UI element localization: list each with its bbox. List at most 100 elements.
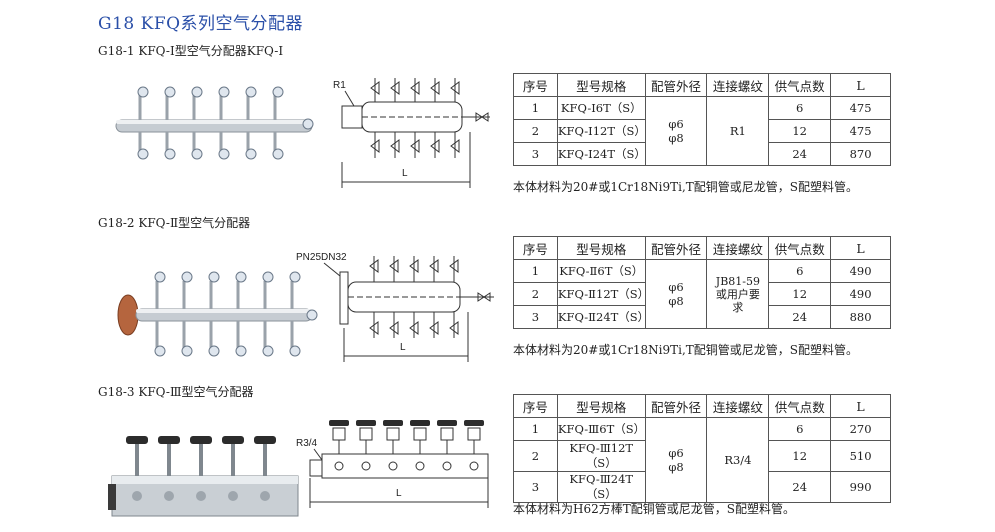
cell-points: 24 bbox=[768, 471, 832, 503]
cell-no: 3 bbox=[513, 471, 558, 503]
cell-no: 2 bbox=[513, 282, 558, 306]
table-header-row: 序号 型号规格 配管外径 连接螺纹 供气点数 L bbox=[513, 73, 891, 97]
header-no: 序号 bbox=[513, 236, 558, 260]
distributor-3-photo bbox=[108, 436, 299, 517]
thread-line-3: 求 bbox=[732, 300, 744, 314]
header-thread: 连接螺纹 bbox=[706, 394, 770, 418]
header-pipe-od: 配管外径 bbox=[644, 236, 708, 260]
cell-thread: R1 bbox=[706, 96, 770, 166]
cell-points: 6 bbox=[768, 417, 832, 441]
cell-model: KFQ-Ⅱ6T（S） bbox=[556, 259, 646, 283]
cell-points: 12 bbox=[768, 282, 832, 306]
section-3-title: G18-3 KFQ-Ⅲ型空气分配器 bbox=[98, 385, 254, 399]
header-thread: 连接螺纹 bbox=[706, 236, 770, 260]
cell-thread: R3/4 bbox=[706, 417, 770, 503]
pipe-od-1: φ6 bbox=[668, 280, 684, 294]
cell-length: 490 bbox=[830, 282, 891, 306]
cell-length: 490 bbox=[830, 259, 891, 283]
distributor-1-drawing: R1 L bbox=[333, 78, 490, 188]
cell-length: 870 bbox=[830, 142, 891, 166]
header-thread: 连接螺纹 bbox=[706, 73, 770, 97]
distributor-3-drawing: R3/4 L bbox=[296, 420, 489, 508]
thread-label: R1 bbox=[333, 80, 346, 91]
header-pipe-od: 配管外径 bbox=[644, 73, 708, 97]
spec-table-2: 序号 型号规格 配管外径 连接螺纹 供气点数 L 1 KFQ-Ⅱ6T（S） φ6… bbox=[513, 236, 891, 329]
header-points: 供气点数 bbox=[768, 73, 832, 97]
thread-line-1: JB81-59 bbox=[715, 274, 760, 288]
header-length: L bbox=[830, 394, 891, 418]
material-note-1: 本体材料为20#或1Cr18Ni9Ti,T配铜管或尼龙管，S配塑料管。 bbox=[513, 180, 859, 194]
cell-no: 3 bbox=[513, 142, 558, 166]
page-title: G18 KFQ系列空气分配器 bbox=[98, 14, 304, 34]
cell-no: 1 bbox=[513, 96, 558, 120]
cell-points: 6 bbox=[768, 96, 832, 120]
cell-model: KFQ-Ⅰ12T（S） bbox=[556, 119, 646, 143]
pipe-od-2: φ8 bbox=[668, 460, 684, 474]
dimension-label: L bbox=[400, 342, 406, 353]
header-length: L bbox=[830, 236, 891, 260]
header-model: 型号规格 bbox=[556, 394, 646, 418]
cell-model: KFQ-Ⅲ6T（S） bbox=[556, 417, 646, 441]
header-pipe-od: 配管外径 bbox=[644, 394, 708, 418]
dimension-label: L bbox=[402, 168, 408, 179]
table-row: 2 KFQ-Ⅱ12T（S） 12 490 bbox=[513, 282, 891, 306]
table-row: 2 KFQ-Ⅰ12T（S） 12 475 bbox=[513, 119, 891, 143]
thread-label: R3/4 bbox=[296, 438, 318, 449]
header-length: L bbox=[830, 73, 891, 97]
header-model: 型号规格 bbox=[556, 236, 646, 260]
header-model: 型号规格 bbox=[556, 73, 646, 97]
cell-no: 1 bbox=[513, 259, 558, 283]
header-no: 序号 bbox=[513, 394, 558, 418]
material-note-2: 本体材料为20#或1Cr18Ni9Ti,T配铜管或尼龙管，S配塑料管。 bbox=[513, 343, 859, 357]
cell-no: 3 bbox=[513, 305, 558, 329]
pipe-od-2: φ8 bbox=[668, 294, 684, 308]
cell-length: 475 bbox=[830, 119, 891, 143]
cell-points: 12 bbox=[768, 119, 832, 143]
cell-model: KFQ-Ⅰ6T（S） bbox=[556, 96, 646, 120]
pipe-od-2: φ8 bbox=[668, 131, 684, 145]
distributor-2-drawing: PN25DN32 L bbox=[296, 252, 494, 362]
table-row: 3 KFQ-Ⅲ24T（S） 24 990 bbox=[513, 471, 891, 503]
header-points: 供气点数 bbox=[768, 236, 832, 260]
thread-line-2: 或用户要 bbox=[715, 287, 760, 301]
cell-points: 12 bbox=[768, 440, 832, 472]
spec-table-1: 序号 型号规格 配管外径 连接螺纹 供气点数 L 1 KFQ-Ⅰ6T（S） φ6… bbox=[513, 73, 891, 166]
pipe-od-1: φ6 bbox=[668, 446, 684, 460]
cell-points: 24 bbox=[768, 305, 832, 329]
cell-no: 2 bbox=[513, 440, 558, 472]
thread-label: PN25DN32 bbox=[296, 252, 347, 263]
material-note-3: 本体材料为H62方棒T配铜管或尼龙管，S配塑料管。 bbox=[513, 502, 795, 516]
table-row: 3 KFQ-Ⅱ24T（S） 24 880 bbox=[513, 305, 891, 329]
cell-points: 6 bbox=[768, 259, 832, 283]
cell-points: 24 bbox=[768, 142, 832, 166]
table-row: 3 KFQ-Ⅰ24T（S） 24 870 bbox=[513, 142, 891, 166]
section-1-title: G18-1 KFQ-I型空气分配器KFQ-I bbox=[98, 44, 284, 58]
cell-length: 510 bbox=[830, 440, 891, 472]
cell-model: KFQ-Ⅰ24T（S） bbox=[556, 142, 646, 166]
distributor-1-photo bbox=[115, 86, 314, 160]
cell-model: KFQ-Ⅱ24T（S） bbox=[556, 305, 649, 329]
cell-model: KFQ-Ⅱ12T（S） bbox=[556, 282, 649, 306]
table-header-row: 序号 型号规格 配管外径 连接螺纹 供气点数 L bbox=[513, 394, 891, 418]
header-no: 序号 bbox=[513, 73, 558, 97]
cell-length: 475 bbox=[830, 96, 891, 120]
cell-length: 270 bbox=[830, 417, 891, 441]
section-2-title: G18-2 KFQ-Ⅱ型空气分配器 bbox=[98, 216, 251, 230]
cell-model: KFQ-Ⅲ24T（S） bbox=[556, 471, 646, 503]
table-header-row: 序号 型号规格 配管外径 连接螺纹 供气点数 L bbox=[513, 236, 891, 260]
cell-length: 990 bbox=[830, 471, 891, 503]
cell-model: KFQ-Ⅲ12T（S） bbox=[556, 440, 646, 472]
cell-no: 2 bbox=[513, 119, 558, 143]
cell-length: 880 bbox=[830, 305, 891, 329]
spec-table-3: 序号 型号规格 配管外径 连接螺纹 供气点数 L 1 KFQ-Ⅲ6T（S） φ6… bbox=[513, 394, 891, 503]
cell-no: 1 bbox=[513, 417, 558, 441]
dimension-label: L bbox=[396, 488, 402, 499]
header-points: 供气点数 bbox=[768, 394, 832, 418]
